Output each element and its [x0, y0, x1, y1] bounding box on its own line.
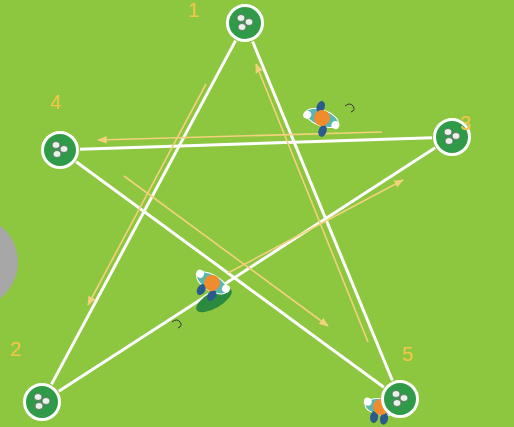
cone-station: 3: [432, 117, 472, 157]
player: [187, 267, 232, 308]
station-number: 5: [402, 343, 413, 365]
station-number: 4: [50, 91, 61, 113]
edge-circle: [0, 216, 18, 308]
station-number: 3: [460, 112, 471, 134]
cone-station: 1: [225, 3, 265, 43]
pass-line: [253, 41, 393, 380]
pass-line: [59, 148, 435, 391]
motion-mark: [345, 104, 354, 112]
run-arrow: [98, 132, 382, 140]
run-arrow: [228, 180, 403, 273]
run-arrow: [124, 176, 328, 326]
run-arrow: [88, 84, 206, 305]
station-number: 2: [10, 338, 21, 360]
cone-station: 4: [40, 130, 80, 170]
station-number: 1: [188, 0, 199, 21]
station-circle: [40, 130, 80, 170]
station-circle: [380, 379, 420, 419]
player: [360, 396, 400, 427]
motion-mark: [172, 320, 181, 328]
cone-station: 2: [22, 382, 62, 422]
run-arrow: [256, 64, 368, 342]
station-circle: [22, 382, 62, 422]
player: [298, 96, 345, 141]
station-circle: [225, 3, 265, 43]
cone-station: 5: [380, 379, 420, 419]
pass-line: [76, 162, 384, 387]
